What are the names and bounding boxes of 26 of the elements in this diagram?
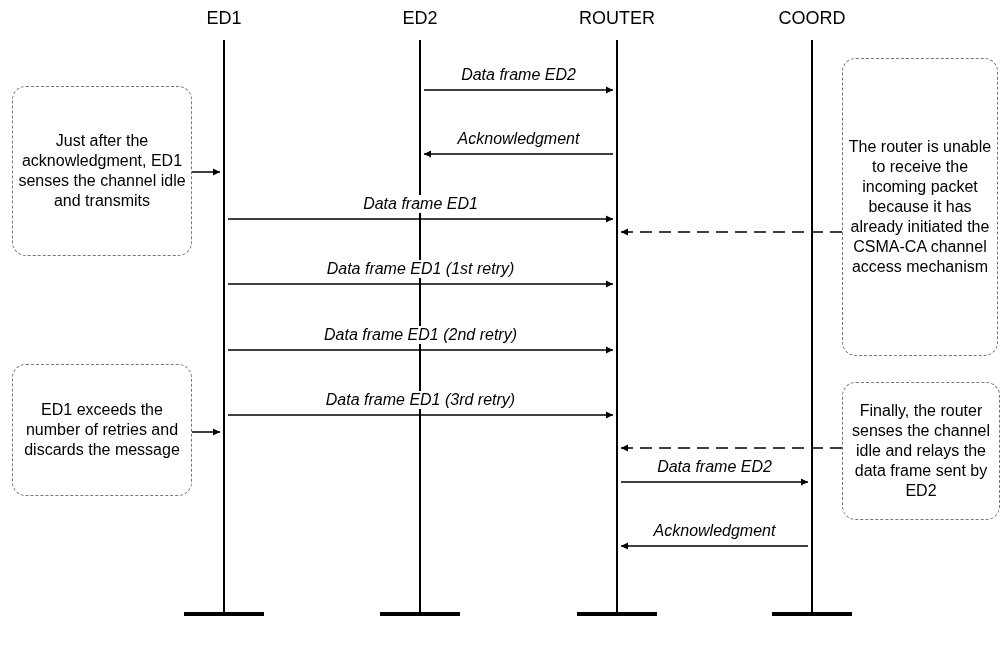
arrow xyxy=(191,428,221,436)
lifeline-header: COORD xyxy=(778,8,846,29)
arrow xyxy=(227,215,614,223)
edge-label: Data frame ED1 (1st retry) xyxy=(324,260,517,278)
lifeline-header: ED2 xyxy=(402,8,438,29)
note-box: Finally, the router senses the channel idle and relays the data frame sent by ED2 xyxy=(842,382,1000,520)
edge-label: Data frame ED1 (3rd retry) xyxy=(323,391,518,409)
lifeline-header: ROUTER xyxy=(579,8,655,29)
arrow xyxy=(620,228,843,236)
arrow xyxy=(227,280,614,288)
arrow xyxy=(620,542,809,550)
edge-label: Acknowledgment xyxy=(651,522,778,540)
arrow xyxy=(227,411,614,419)
arrow xyxy=(191,168,221,176)
edge-label: Acknowledgment xyxy=(455,130,582,148)
note-box: Just after the acknowledgment, ED1 senses the channel idle and transmits xyxy=(12,86,192,256)
lifeline-header: ED1 xyxy=(206,8,242,29)
note-box: ED1 exceeds the number of retries and discards the message xyxy=(12,364,192,496)
edge-label: Data frame ED1 (2nd retry) xyxy=(322,326,519,344)
edge-label: Data frame ED1 xyxy=(361,195,480,213)
arrow xyxy=(227,346,614,354)
arrow xyxy=(423,150,614,158)
arrow xyxy=(423,86,614,94)
arrow xyxy=(620,478,809,486)
arrow xyxy=(620,444,843,452)
note-box: The router is unable to receive the incoming packet because it has already initiated the CSMA-CA channel access mechanism xyxy=(842,58,998,356)
